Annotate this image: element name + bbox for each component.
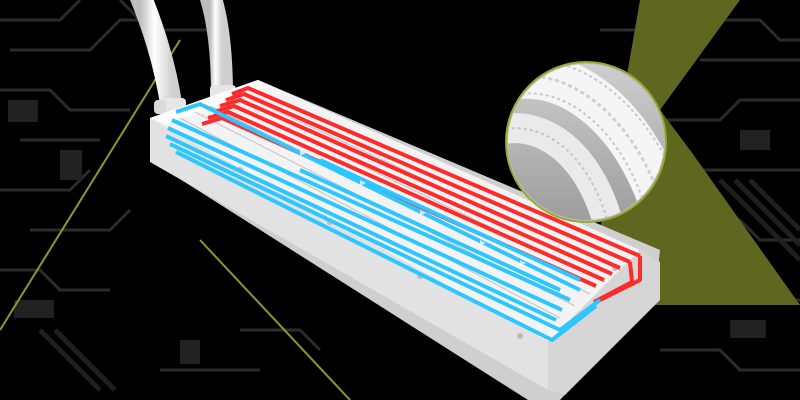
cold-flow-paths	[165, 102, 602, 342]
hot-flow-paths	[201, 86, 642, 304]
flow-arrows	[300, 150, 526, 266]
diagonal-stripes	[38, 178, 800, 392]
olive-accent-line-mid	[199, 239, 351, 400]
olive-accent-line-left	[0, 39, 181, 331]
olive-accent-band	[600, 0, 800, 305]
